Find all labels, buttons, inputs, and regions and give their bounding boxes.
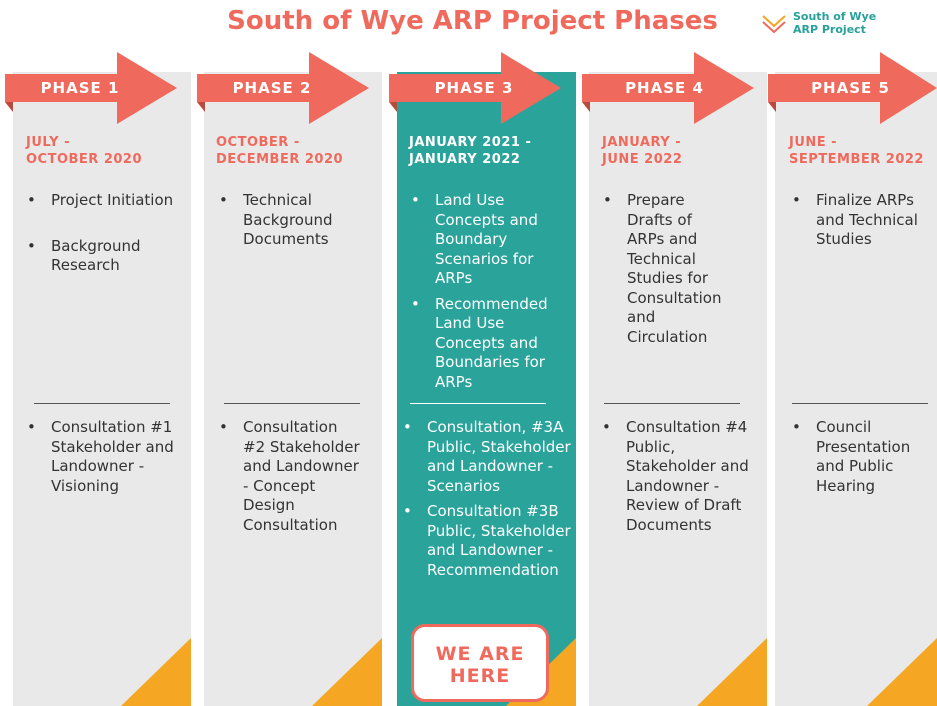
list-item: Land Use Concepts and Boundary Scenarios… [411, 191, 567, 289]
phase-1-dates: JULY -OCTOBER 2020 [26, 135, 143, 167]
phase-1-column [13, 72, 191, 706]
phase-5-dates: JUNE -SEPTEMBER 2022 [789, 135, 924, 167]
divider [224, 403, 360, 404]
logo-text: South of Wye ARP Project [793, 10, 877, 36]
list-item: Consultation #2 Stakeholder and Landowne… [219, 418, 361, 535]
phase-1-arrow: PHASE 1 [5, 52, 177, 124]
list-item: Consultation #3B Public, Stakeholder and… [403, 502, 573, 580]
phase-1-label: PHASE 1 [40, 79, 120, 97]
phase-4-arrow: PHASE 4 [582, 52, 754, 124]
phase-2-column [204, 72, 382, 706]
list-item: Technical Background Documents [219, 191, 373, 250]
list-item: Prepare Drafts of ARPs and Technical Stu… [603, 191, 733, 347]
chevron-logo-icon [762, 15, 786, 34]
divider [792, 403, 928, 404]
phase-3-dates: JANUARY 2021 -JANUARY 2022 [409, 135, 532, 167]
phase-5-tasks: Finalize ARPs and Technical Studies [790, 191, 936, 250]
phase-1-consultations: Consultation #1 Stakeholder and Landowne… [25, 418, 209, 496]
phase-4-label: PHASE 4 [625, 79, 704, 97]
list-item: Finalize ARPs and Technical Studies [792, 191, 936, 250]
phase-5-consultations: Council Presentation and Public Hearing [790, 418, 928, 496]
list-item: Consultation #1 Stakeholder and Landowne… [27, 418, 209, 496]
phase-3-label: PHASE 3 [434, 79, 514, 97]
phase-3-arrow: PHASE 3 [389, 52, 561, 124]
phase-1-tasks: Project Initiation Background Research [25, 191, 191, 276]
list-item: Consultation, #3A Public, Stakeholder an… [403, 418, 573, 496]
phase-3-consultations: Consultation, #3A Public, Stakeholder an… [401, 418, 573, 580]
phase-2-consultations: Consultation #2 Stakeholder and Landowne… [217, 418, 361, 535]
corner-triangle [867, 638, 937, 706]
phase-4-column [589, 72, 767, 706]
list-item: Background Research [27, 237, 191, 276]
page-title: South of Wye ARP Project Phases [227, 6, 718, 36]
list-item: Consultation #4 Public, Stakeholder and … [602, 418, 760, 535]
divider [604, 403, 740, 404]
phase-2-dates: OCTOBER -DECEMBER 2020 [216, 135, 344, 167]
corner-triangle [121, 638, 191, 706]
phase-4-consultations: Consultation #4 Public, Stakeholder and … [600, 418, 760, 535]
phase-4-dates: JANUARY -JUNE 2022 [602, 135, 683, 167]
project-logo: South of Wye ARP Project [761, 10, 911, 42]
we-are-here-badge: WE ARE HERE [411, 624, 549, 702]
corner-triangle [697, 638, 767, 706]
phase-5-arrow: PHASE 5 [768, 52, 937, 124]
divider [410, 403, 546, 404]
phase-5-label: PHASE 5 [811, 79, 890, 97]
list-item: Recommended Land Use Concepts and Bounda… [411, 295, 567, 393]
phase-5-column [775, 72, 937, 706]
phase-3-tasks: Land Use Concepts and Boundary Scenarios… [409, 191, 567, 392]
phase-2-tasks: Technical Background Documents [217, 191, 373, 250]
list-item: Council Presentation and Public Hearing [792, 418, 928, 496]
corner-triangle [312, 638, 382, 706]
list-item: Project Initiation [27, 191, 191, 211]
phase-2-arrow: PHASE 2 [197, 52, 369, 124]
divider [34, 403, 170, 404]
phase-2-label: PHASE 2 [232, 79, 312, 97]
phase-4-tasks: Prepare Drafts of ARPs and Technical Stu… [601, 191, 733, 347]
